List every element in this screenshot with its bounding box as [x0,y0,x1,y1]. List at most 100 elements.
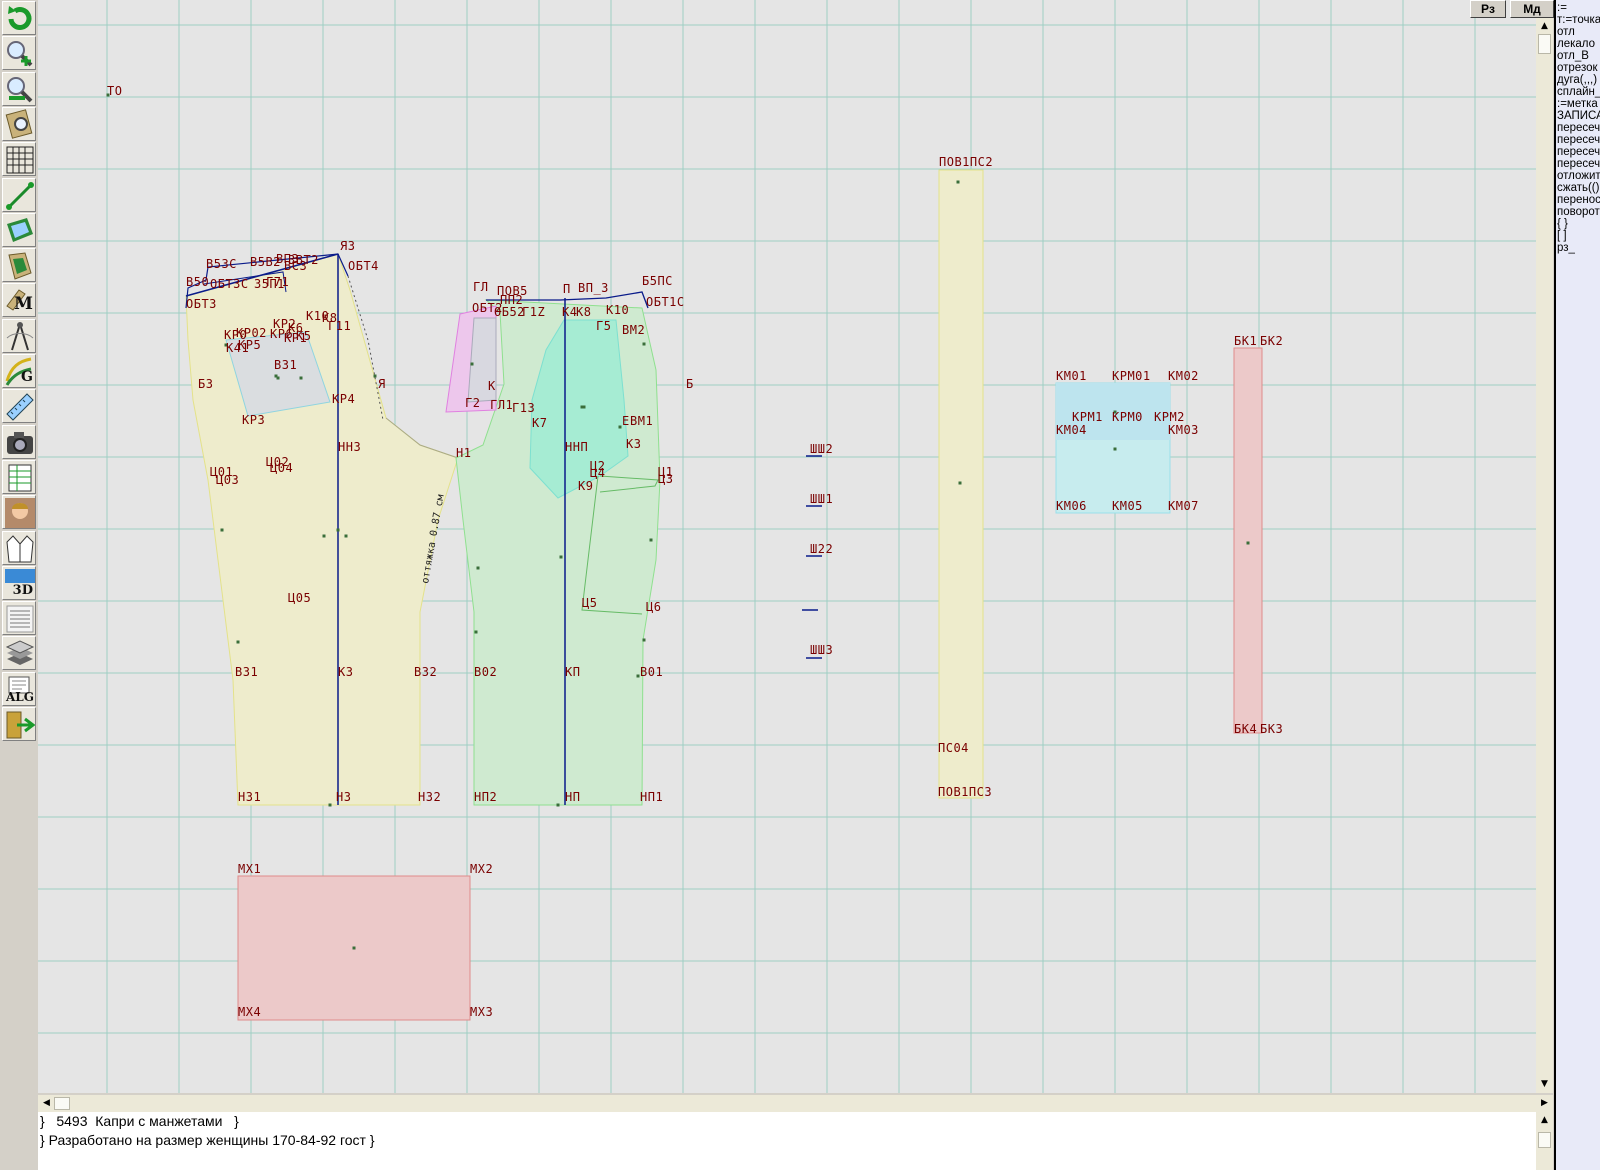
point-label: МХ2 [470,862,493,876]
pattern-point [220,528,224,532]
command-item[interactable]: сплайн_ [1557,86,1600,98]
command-item[interactable]: отл [1557,26,1575,38]
command-item[interactable]: { } [1557,218,1568,230]
command-item[interactable]: ЗАПИСА [1557,110,1600,122]
pattern-point [299,376,303,380]
scroll-left-icon[interactable]: ◀ [43,1098,50,1108]
md-button[interactable]: Мд [1510,0,1554,18]
front-pocket-piece [529,319,629,499]
jacket-button[interactable] [2,530,36,565]
pattern-point [470,362,474,366]
command-item[interactable]: пересеч [1557,122,1600,134]
point-label: БК4 [1234,722,1257,736]
command-item[interactable]: отложит [1557,170,1600,182]
scroll-down-icon[interactable]: ▼ [1541,1079,1548,1089]
portrait-button[interactable] [2,495,36,530]
command-item[interactable]: пересеч [1557,134,1600,146]
point-label: КМ05 [1112,499,1143,513]
pattern-point [1113,447,1117,451]
camera-button[interactable] [2,424,36,459]
command-item[interactable]: сжать(() [1557,182,1600,194]
point-label: ГЛ1 [490,398,513,412]
point-label: В02 [474,665,497,679]
point-label: Н32 [418,790,441,804]
point-label: Ц01 [210,465,233,479]
point-label: Н1 [456,446,471,460]
command-item[interactable]: перенос [1557,194,1600,206]
horizontal-scroll-thumb[interactable] [54,1097,70,1110]
command-item[interactable]: [ ] [1557,230,1567,242]
point-label: ОБТ1С [646,295,685,309]
scroll-up-icon[interactable]: ▲ [1541,21,1548,31]
pattern-point [958,481,962,485]
point-label: ПОВ5 [497,284,528,298]
pattern-point [224,343,228,347]
point-label: Б5ПС [642,274,673,288]
command-item[interactable]: := [1557,2,1567,14]
command-item[interactable]: :=метка [1557,98,1598,110]
layers-button[interactable] [2,636,36,671]
exit-button[interactable] [2,707,36,741]
point-label: ПОВ1ПС3 [938,785,992,799]
point-label: Г1Z [522,305,545,319]
grading-button[interactable]: G [2,354,36,388]
front-side-line [581,475,643,615]
rz-button[interactable]: Рз [1470,0,1506,18]
zoom-fit-button[interactable] [2,106,36,141]
zoom-in-button[interactable] [2,36,36,71]
point-label: КРМ2 [1154,410,1185,424]
command-item[interactable]: т:=точка [1557,14,1600,26]
point-label: Ц2 [590,459,605,473]
point-label: К41 [226,341,249,355]
console-scrollbar[interactable]: ▲ [1536,1112,1553,1170]
grid-button[interactable] [2,142,36,177]
command-item[interactable]: пересеч [1557,146,1600,158]
console-scroll-up-icon[interactable]: ▲ [1541,1115,1548,1125]
scroll-right-icon[interactable]: ▶ [1541,1098,1548,1108]
console-panel[interactable]: } 5493 Капри с манжетами } } Разработано… [38,1112,1540,1170]
pattern-copy-button[interactable] [2,248,36,283]
front-yoke-line [599,475,659,493]
view-3d-button[interactable]: 3D [2,565,36,600]
point-label: МХ4 [238,1005,261,1019]
point-label: КРМ0 [1112,410,1143,424]
point-label: Г1З [512,401,535,415]
point-label: В31 [235,665,258,679]
command-item[interactable]: лекало [1557,38,1596,50]
back-yoke-line [203,271,287,293]
refresh-button[interactable] [2,1,36,35]
point-label: ШШ1 [810,492,833,506]
measure-button[interactable]: M [2,283,36,318]
pattern-point [642,342,646,346]
command-item[interactable]: пересеч [1557,158,1600,170]
point-label: Ц04 [270,461,293,475]
zoom-out-button[interactable] [2,71,36,106]
command-item[interactable]: поворот [1557,206,1600,218]
table-button[interactable] [2,459,36,494]
pattern-point [636,674,640,678]
pattern-button[interactable] [2,212,36,247]
algorithm-button[interactable]: ALG [2,671,36,706]
ruler-button[interactable] [2,389,36,424]
point-label: КР2 [273,317,296,331]
command-item[interactable]: отл_В [1557,50,1589,62]
compass-button[interactable] [2,318,36,353]
vertical-scroll-thumb[interactable] [1538,34,1551,54]
vertical-scrollbar[interactable]: ▲ ▼ [1536,18,1553,1093]
point-label: В50 [186,275,209,289]
command-item[interactable]: рз_ [1557,242,1575,254]
point-label: ОБТ3 [186,297,217,311]
point-label: ОБТ2 [472,301,503,315]
command-item[interactable]: дуга(,,,) [1557,74,1598,86]
horizontal-scrollbar[interactable]: ◀ ▶ [38,1095,1553,1112]
command-item[interactable]: отрезок [1557,62,1598,74]
point-label: Г5 [596,319,611,333]
document-button[interactable] [2,601,36,636]
line-tool-button[interactable] [2,177,36,212]
point-label: Ш22 [810,542,833,556]
point-label: БК2 [1260,334,1283,348]
point-label: З5П1 [254,277,285,291]
console-scroll-thumb[interactable] [1538,1132,1551,1148]
